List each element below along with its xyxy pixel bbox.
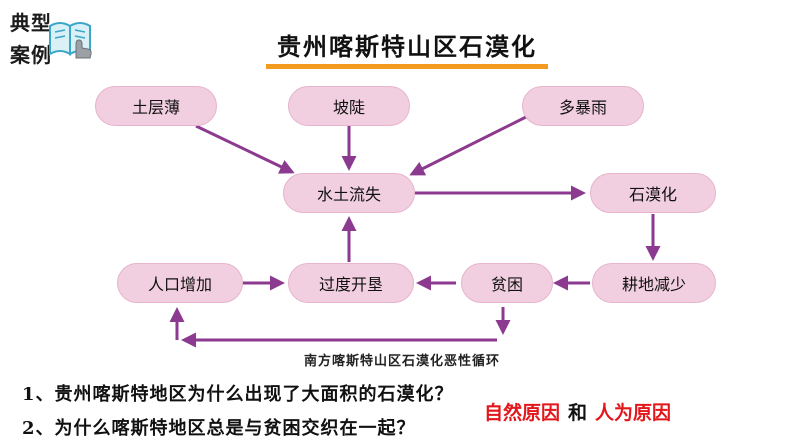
- node-over-reclamation: 过度开垦: [288, 263, 414, 303]
- answer-human: 人为原因: [595, 402, 672, 424]
- node-poverty: 贫困: [461, 263, 553, 303]
- answer-natural: 自然原因: [484, 402, 561, 424]
- node-slope-steep: 坡陡: [288, 86, 410, 126]
- node-rocky-desertification: 石漠化: [590, 173, 716, 213]
- answer-line: 自然原因和人为原因: [484, 398, 671, 425]
- page-title: 贵州喀斯特山区石漠化: [266, 30, 548, 69]
- node-heavy-rain: 多暴雨: [522, 86, 644, 126]
- diagram-caption: 南方喀斯特山区石漠化恶性循环: [303, 354, 500, 369]
- case-badge: 典型 案例: [6, 10, 96, 72]
- arrow-rain-to-erosion: [409, 114, 529, 176]
- badge-line1: 典型: [10, 11, 52, 35]
- arrow-soil-to-erosion: [195, 124, 295, 174]
- node-population-growth: 人口增加: [117, 263, 243, 303]
- node-soil-thin: 土层薄: [95, 86, 217, 126]
- answer-join: 和: [568, 402, 588, 424]
- question-1: 1、贵州喀斯特地区为什么出现了大面积的石漠化？: [22, 384, 454, 405]
- badge-line2: 案例: [10, 43, 52, 67]
- question-2: 2、为什么喀斯特地区总是与贫困交织在一起？: [22, 418, 416, 439]
- node-soil-erosion: 水土流失: [283, 173, 415, 213]
- node-farmland-decrease: 耕地减少: [592, 263, 716, 303]
- book-hand-icon: [49, 22, 92, 59]
